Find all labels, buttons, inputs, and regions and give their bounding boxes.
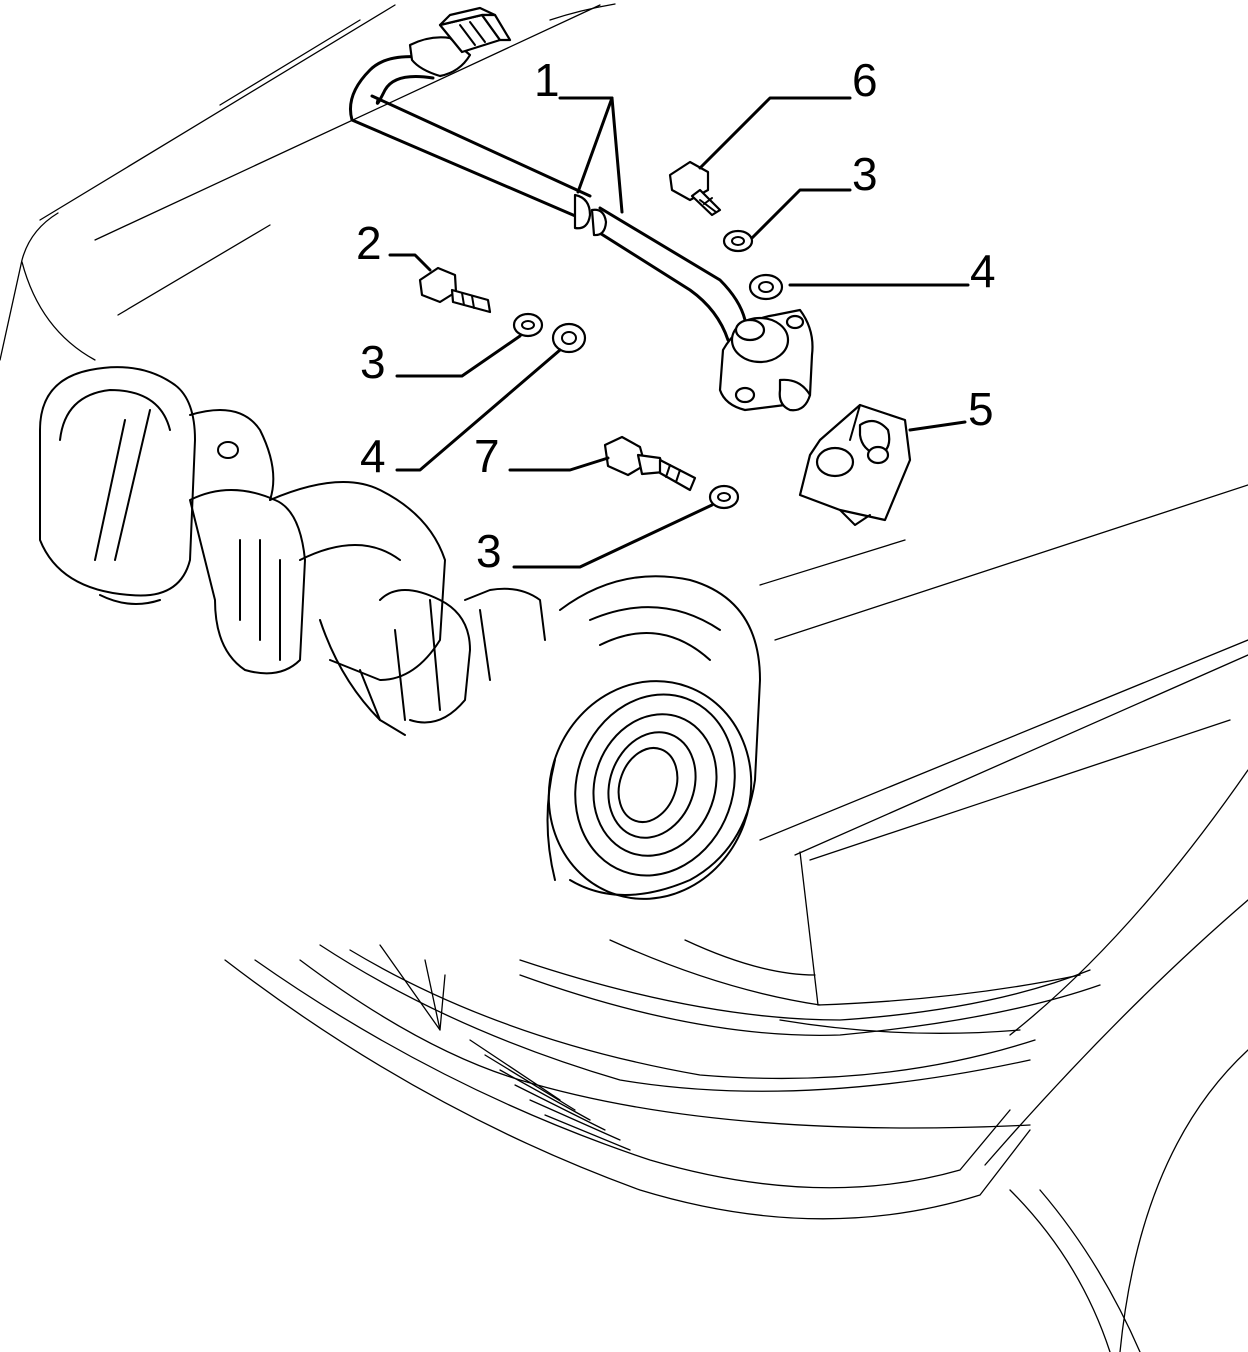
callout-3: 3 <box>852 148 878 200</box>
sensor-bracket <box>798 403 912 526</box>
lock-washer-3a <box>722 229 754 253</box>
callout-2: 2 <box>356 217 382 269</box>
callout-4: 4 <box>360 430 386 482</box>
bolt-6 <box>668 160 722 217</box>
crankshaft <box>39 366 546 736</box>
crankshaft-sensor-cable <box>349 55 747 342</box>
callout-4: 4 <box>970 245 996 297</box>
callout-1: 1 <box>534 54 560 106</box>
leader-lines <box>388 96 970 569</box>
engine-block-outline <box>0 3 1248 1352</box>
sensor-connector <box>408 6 512 78</box>
bolt-2 <box>418 266 492 314</box>
flat-washer-4b <box>551 322 587 354</box>
callout-5: 5 <box>968 383 994 435</box>
flat-washer-4a <box>748 273 784 301</box>
crankshaft-pulley <box>546 575 761 900</box>
callout-3: 3 <box>360 336 386 388</box>
sensor-head <box>718 308 814 412</box>
callout-3: 3 <box>476 525 502 577</box>
callout-labels: 1 6 3 2 4 3 5 4 7 3 <box>356 54 996 577</box>
callout-7: 7 <box>474 430 500 482</box>
callout-6: 6 <box>852 54 878 106</box>
lock-washer-3c <box>708 484 740 510</box>
stud-bolt-7 <box>603 435 697 492</box>
lock-washer-3b <box>512 312 544 338</box>
chassis-front-outline <box>224 939 1101 1220</box>
